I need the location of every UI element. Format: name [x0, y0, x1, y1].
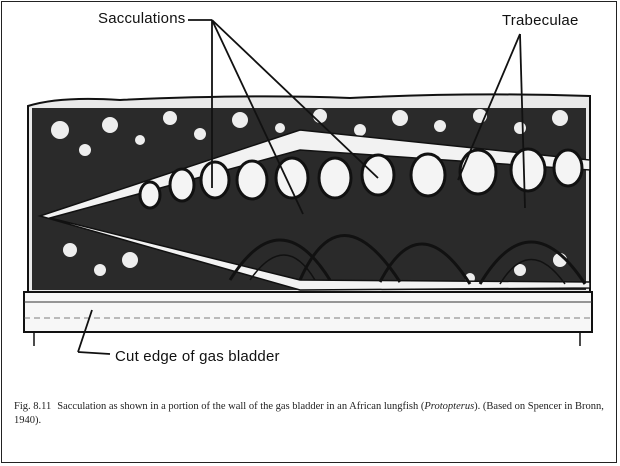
figure-caption: Fig. 8.11 Sacculation as shown in a porti… [14, 400, 610, 428]
label-trabeculae: Trabeculae [502, 12, 579, 29]
label-cut-edge: Cut edge of gas bladder [115, 348, 280, 365]
caption-text-1: Sacculation as shown in a portion of the… [57, 401, 424, 412]
cut-edge-band [24, 292, 592, 332]
caption-genus: Protopterus [424, 401, 474, 412]
caption-fig-number: Fig. 8.11 [14, 401, 51, 412]
label-sacculations: Sacculations [98, 10, 185, 27]
